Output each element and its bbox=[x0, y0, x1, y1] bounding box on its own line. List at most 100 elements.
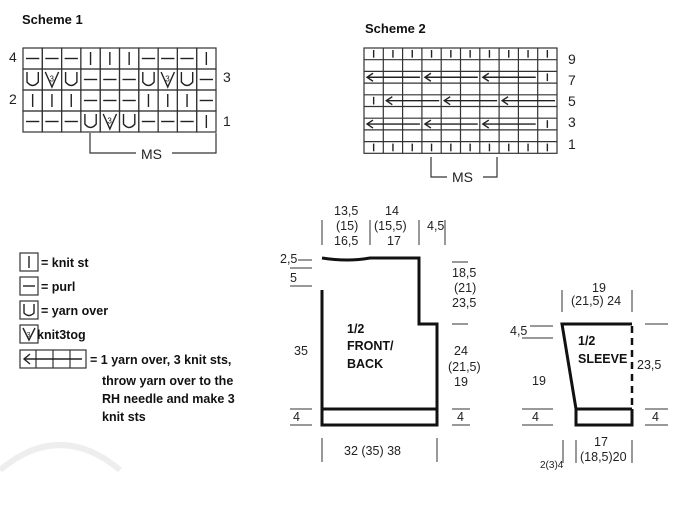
arrow-symbol bbox=[481, 119, 536, 129]
fb-armhole-1: 18,5 bbox=[452, 266, 476, 280]
scheme2-ms-label: MS bbox=[452, 169, 473, 185]
fb-bottom-width: 32 (35) 38 bbox=[344, 444, 401, 458]
fb-body-1: 24 bbox=[454, 344, 468, 358]
legend-knit-symbol bbox=[19, 252, 39, 272]
fb-neck-width-1: 13,5 bbox=[334, 204, 358, 218]
sleeve-right-23-5: 23,5 bbox=[637, 358, 661, 372]
legend-k3tog-text: knit3tog bbox=[37, 328, 86, 342]
arrow-symbol bbox=[442, 96, 498, 106]
watermark-swirl bbox=[0, 442, 122, 473]
legend: = knit st = purl = yarn over 3 knit3tog … bbox=[19, 252, 235, 424]
svg-text:3: 3 bbox=[27, 332, 31, 339]
scheme2-title: Scheme 2 bbox=[365, 21, 426, 36]
sleeve-schematic: 19 (21,5) 24 4,5 19 4 23,5 4 1/2 SLEEVE … bbox=[510, 281, 668, 471]
yarn-over-symbol bbox=[142, 72, 155, 87]
scheme1-cell bbox=[80, 110, 101, 133]
sleeve-top-1: 19 bbox=[592, 281, 606, 295]
sleeve-left-rib: 4 bbox=[532, 410, 539, 424]
sleeve-left-4-5: 4,5 bbox=[510, 324, 527, 338]
fb-outline bbox=[320, 256, 439, 427]
yarn-over-symbol bbox=[122, 114, 136, 129]
scheme2-row1-number: 1 bbox=[568, 136, 576, 152]
arrow-symbol bbox=[500, 96, 555, 106]
legend-purl-text: = purl bbox=[41, 280, 75, 294]
svg-text:3: 3 bbox=[107, 117, 112, 126]
scheme1-ms-label: MS bbox=[141, 146, 162, 162]
fb-left-5: 5 bbox=[290, 271, 297, 285]
sleeve-top-2: (21,5) 24 bbox=[571, 294, 621, 308]
knit3tog-symbol: 3 bbox=[102, 113, 118, 131]
scheme1-row4-number: 4 bbox=[9, 49, 17, 65]
scheme1-title: Scheme 1 bbox=[22, 12, 83, 27]
legend-arrow-text-line2: throw yarn over to the bbox=[102, 374, 233, 388]
arrow-symbol bbox=[481, 72, 536, 82]
yarn-over-symbol bbox=[26, 72, 39, 87]
fb-label-2: FRONT/ bbox=[347, 339, 394, 353]
legend-arrow-text-line3: RH needle and make 3 bbox=[102, 392, 235, 406]
sleeve-left-19: 19 bbox=[532, 374, 546, 388]
fb-armhole-3: 23,5 bbox=[452, 296, 476, 310]
legend-arrow-symbol bbox=[19, 349, 87, 369]
svg-text:3: 3 bbox=[49, 75, 54, 84]
legend-knit-text: = knit st bbox=[41, 256, 89, 270]
legend-arrow-text-line1: = 1 yarn over, 3 knit sts, bbox=[90, 353, 231, 367]
fb-shoulder-width-2: (15,5) bbox=[374, 219, 407, 233]
fb-shoulder-width-3: 17 bbox=[387, 234, 401, 248]
sleeve-bottom-left: 2(3)4 bbox=[540, 460, 564, 471]
scheme2-row5-number: 5 bbox=[568, 93, 576, 109]
scheme1-cell bbox=[60, 68, 82, 91]
scheme1-cell bbox=[196, 110, 217, 133]
fb-label-1: 1/2 bbox=[347, 322, 364, 336]
scheme2-ms-bracket bbox=[430, 157, 498, 178]
fb-neck-width-2: (15) bbox=[336, 219, 358, 233]
yarn-over-symbol bbox=[180, 72, 194, 87]
front-back-schematic: 13,5 (15) 16,5 14 (15,5) 17 4,5 2,5 5 35… bbox=[280, 204, 481, 462]
fb-top-right-4-5: 4,5 bbox=[427, 219, 444, 233]
fb-left-35: 35 bbox=[294, 344, 308, 358]
scheme1-cell bbox=[118, 110, 140, 133]
arrow-symbol bbox=[423, 72, 478, 82]
fb-left-rib: 4 bbox=[293, 410, 300, 424]
scheme2-row7-number: 7 bbox=[568, 72, 576, 88]
sleeve-label-2: SLEEVE bbox=[578, 352, 627, 366]
sleeve-outline bbox=[560, 322, 634, 427]
arrow-symbol bbox=[385, 96, 440, 106]
fb-left-2-5: 2,5 bbox=[280, 252, 297, 266]
scheme2-chart bbox=[363, 47, 558, 154]
scheme1-cell bbox=[22, 68, 43, 91]
knit3tog-symbol: 3 bbox=[160, 71, 176, 89]
legend-k3tog-symbol: 3 bbox=[19, 324, 39, 344]
scheme1-cell bbox=[138, 68, 159, 91]
svg-text:3: 3 bbox=[165, 75, 170, 84]
scheme1-row2-number: 2 bbox=[9, 91, 17, 107]
legend-arrow-text-line4: knit sts bbox=[102, 410, 146, 424]
arrow-symbol bbox=[365, 72, 420, 82]
legend-yarn-over-text: = yarn over bbox=[41, 304, 108, 318]
fb-neck-width-3: 16,5 bbox=[334, 234, 358, 248]
sleeve-right-rib: 4 bbox=[652, 410, 659, 424]
fb-armhole-2: (21) bbox=[454, 281, 476, 295]
legend-yarn-over-symbol bbox=[19, 300, 39, 320]
fb-body-2: (21,5) bbox=[448, 360, 481, 374]
sleeve-bottom-2: (18,5)20 bbox=[580, 450, 627, 464]
sleeve-bottom-1: 17 bbox=[594, 435, 608, 449]
yarn-over-symbol bbox=[84, 114, 97, 129]
knit3tog-symbol: 3 bbox=[44, 71, 60, 89]
legend-purl-symbol bbox=[19, 276, 39, 296]
scheme1-ms-bracket bbox=[89, 133, 217, 154]
fb-shoulder-width-1: 14 bbox=[385, 204, 399, 218]
fb-right-rib: 4 bbox=[457, 410, 464, 424]
scheme1-chart: 3 3 3 bbox=[22, 47, 217, 133]
scheme2-row9-number: 9 bbox=[568, 51, 576, 67]
scheme2-row3-number: 3 bbox=[568, 114, 576, 130]
scheme1-row1-number: 1 bbox=[223, 113, 231, 129]
arrow-symbol bbox=[365, 119, 420, 129]
arrow-symbol bbox=[423, 119, 478, 129]
yarn-over-symbol bbox=[64, 72, 78, 87]
fb-body-3: 19 bbox=[454, 375, 468, 389]
scheme1-cell bbox=[176, 68, 198, 91]
scheme1-row3-number: 3 bbox=[223, 69, 231, 85]
fb-label-3: BACK bbox=[347, 357, 383, 371]
sleeve-label-1: 1/2 bbox=[578, 334, 595, 348]
